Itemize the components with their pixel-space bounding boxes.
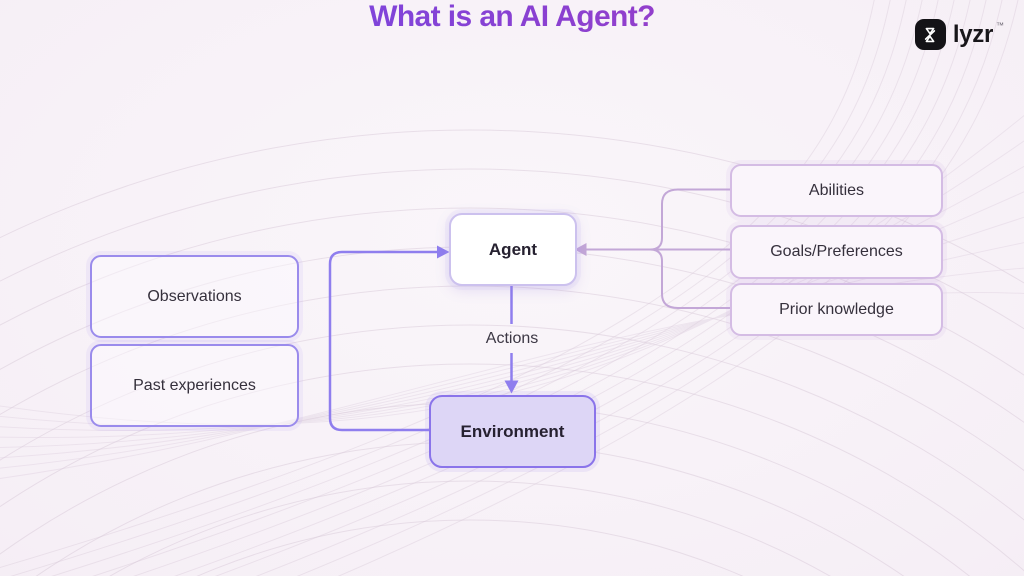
node-agent: Agent — [449, 213, 577, 286]
connector-environment-to-agent — [328, 250, 437, 432]
connector-abilities-branch — [649, 188, 730, 251]
trademark: ™ — [996, 21, 1004, 30]
connector-prior-knowledge-branch — [649, 248, 730, 309]
brand-logo: lyzr ™ — [914, 19, 1004, 50]
node-goals-preferences: Goals/Preferences — [730, 225, 943, 279]
node-observations: Observations — [90, 255, 299, 338]
brand-name: lyzr — [952, 20, 993, 48]
arrowhead-into-environment — [504, 380, 519, 394]
node-past-experiences: Past experiences — [90, 344, 299, 427]
node-prior-knowledge: Prior knowledge — [730, 283, 943, 336]
arrowhead-into-agent-right — [574, 243, 587, 256]
arrowhead-into-agent-left — [437, 245, 450, 259]
node-environment: Environment — [429, 395, 596, 468]
page-title: What is an AI Agent? — [0, 0, 1024, 34]
lyzr-logo-icon — [914, 19, 946, 50]
node-abilities: Abilities — [730, 164, 943, 217]
actions-label: Actions — [485, 330, 539, 347]
